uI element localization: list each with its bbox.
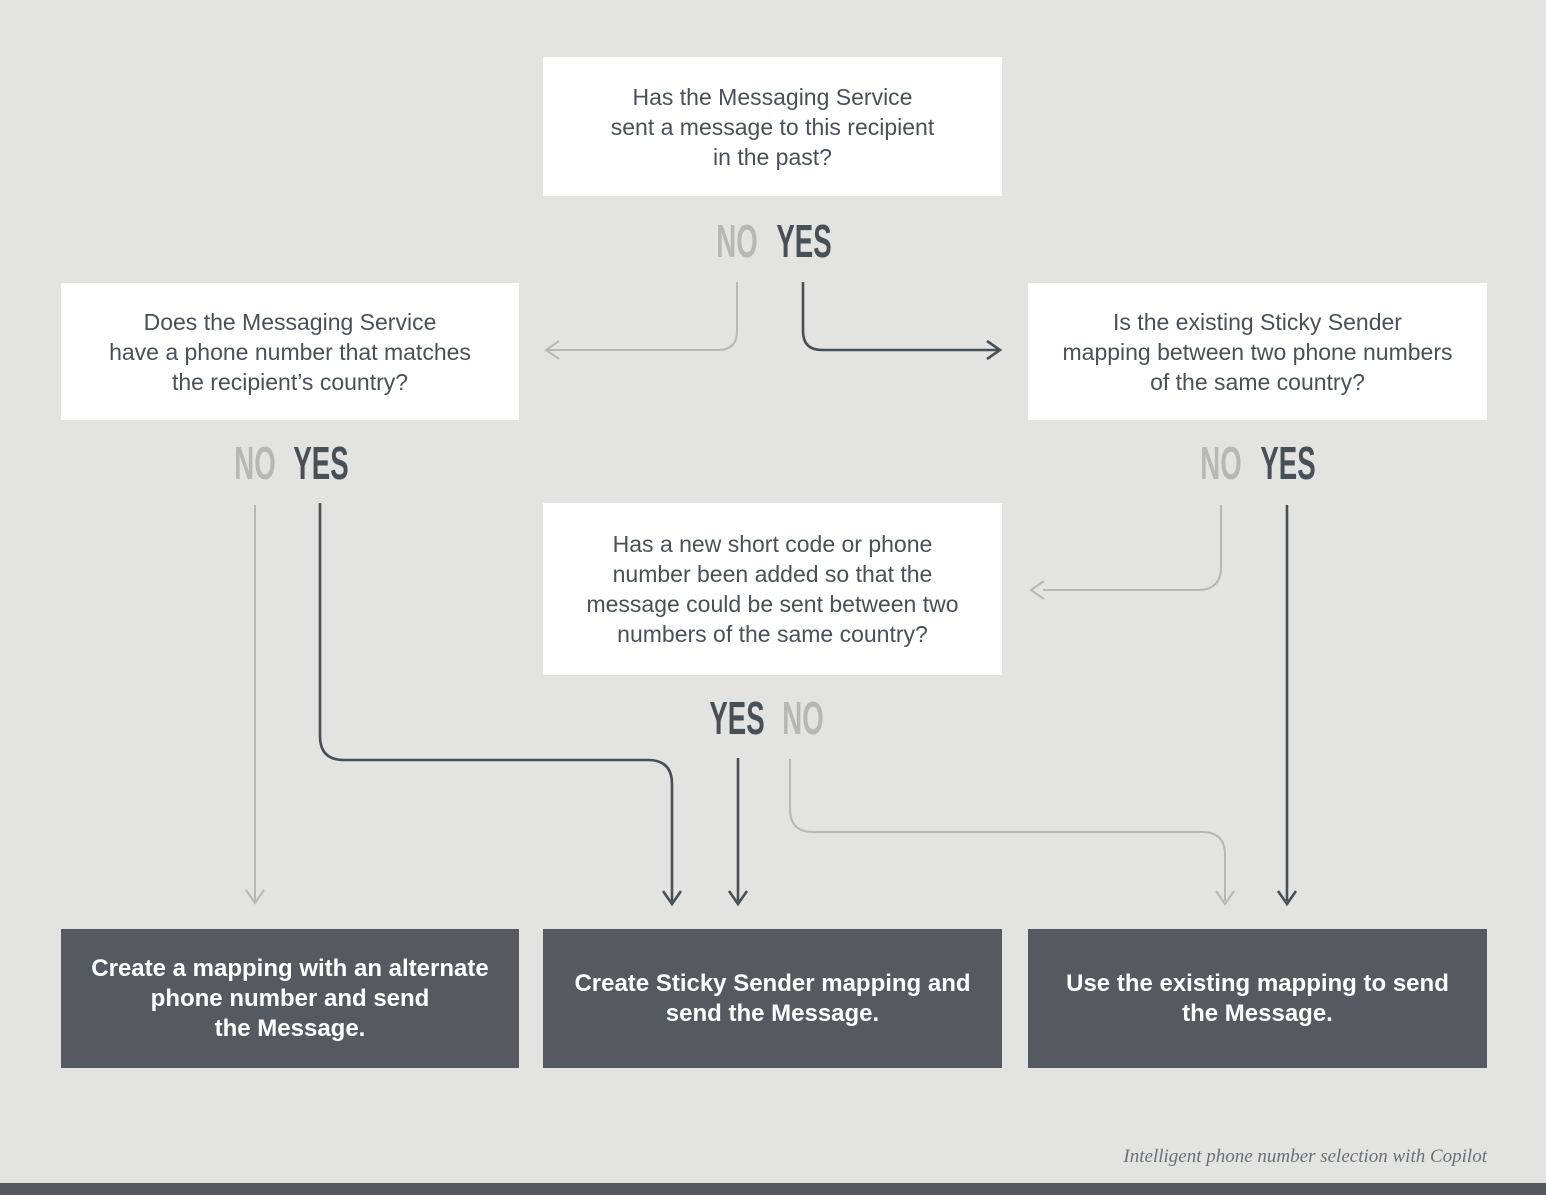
branch-label-middle-yes: YES [709, 692, 765, 744]
action-right-box: Use the existing mapping to send the Mes… [1028, 929, 1487, 1068]
arrow-left-no [245, 505, 265, 905]
branch-label-left-no: NO [234, 437, 276, 489]
arrow-top-no [544, 282, 738, 360]
arrow-middle-no [789, 759, 1235, 906]
action-middle-box: Create Sticky Sender mapping and send th… [543, 929, 1002, 1068]
arrow-middle-yes [727, 758, 749, 907]
action-left-box: Create a mapping with an alternate phone… [61, 929, 519, 1068]
arrow-right-no [1029, 505, 1222, 600]
arrow-right-yes [1276, 505, 1298, 907]
branch-label-left-yes: YES [293, 437, 349, 489]
question-left-box: Does the Messaging Service have a phone … [61, 283, 519, 420]
branch-label-right-yes: YES [1260, 437, 1316, 489]
branch-label-right-no: NO [1200, 437, 1242, 489]
branch-label-top-no: NO [716, 215, 758, 267]
branch-label-middle-no: NO [782, 692, 824, 744]
branch-label-top-yes: YES [776, 215, 832, 267]
footer-bar [0, 1183, 1546, 1195]
question-middle-box: Has a new short code or phone number bee… [543, 503, 1002, 675]
arrow-top-yes [801, 282, 1003, 361]
question-top-box: Has the Messaging Service sent a message… [543, 57, 1002, 196]
diagram-caption: Intelligent phone number selection with … [1123, 1146, 1487, 1167]
question-right-box: Is the existing Sticky Sender mapping be… [1028, 283, 1487, 420]
